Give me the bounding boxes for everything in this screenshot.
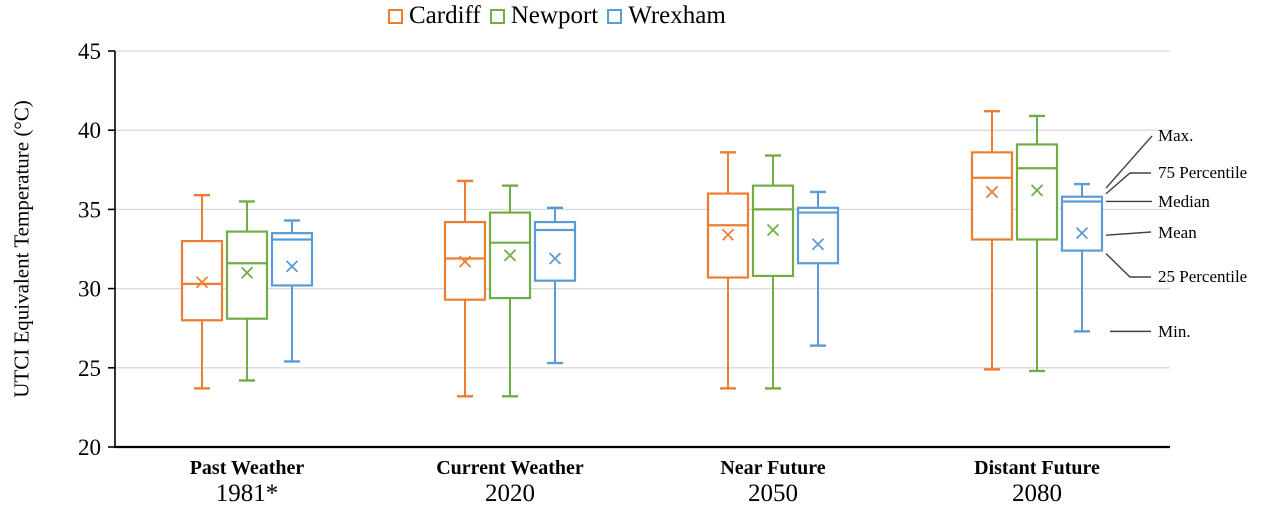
- y-tick-label-45: 45: [78, 39, 101, 64]
- boxplot-wrexham-3: [1060, 182, 1104, 333]
- leader-max: [1105, 135, 1153, 189]
- mean-marker-icon: [766, 223, 780, 237]
- mean-marker-icon: [195, 276, 209, 289]
- annotation-75-percentile: 75 Percentile: [1158, 163, 1248, 182]
- boxplot-wrexham-2: [796, 190, 840, 347]
- boxplot-cardiff-2: [706, 151, 750, 390]
- iqr-box: [533, 220, 577, 282]
- legend-item-newport: Newport: [489, 1, 599, 31]
- category-label: Past Weather: [189, 457, 305, 479]
- annotation-25-percentile: 25 Percentile: [1158, 267, 1248, 286]
- iqr-box: [225, 230, 269, 320]
- category-label: Near Future: [720, 457, 826, 479]
- annotation-mean: Mean: [1158, 223, 1197, 242]
- wrexham-square-icon: [607, 8, 623, 24]
- annotation-median: Median: [1158, 192, 1210, 211]
- annotation-min: Min.: [1158, 322, 1191, 341]
- mean-marker-icon: [721, 228, 735, 241]
- boxplot-cardiff-1: [443, 179, 487, 398]
- newport-square-icon: [489, 8, 505, 24]
- mean-marker-icon: [458, 255, 472, 268]
- boxplot-newport-0: [225, 200, 269, 382]
- boxplot-newport-1: [488, 184, 532, 398]
- boxplot-wrexham-0: [270, 219, 314, 363]
- boxplot-cardiff-0: [180, 193, 224, 390]
- mean-marker-icon: [811, 238, 825, 251]
- mean-marker-icon: [1030, 184, 1044, 197]
- boxplot-newport-2: [751, 154, 795, 390]
- iqr-box: [1015, 143, 1059, 241]
- y-tick-label-20: 20: [78, 435, 101, 460]
- legend-label-cardiff: Cardiff: [409, 2, 481, 29]
- y-tick-label-40: 40: [78, 118, 101, 143]
- legend-label-wrexham: Wrexham: [628, 2, 726, 29]
- annotation-max: Max.: [1158, 126, 1194, 145]
- iqr-box: [180, 239, 224, 322]
- x-category-past-weather: Past Weather 1981*: [127, 457, 367, 507]
- category-year: 2020: [485, 480, 535, 507]
- category-year: 1981*: [215, 480, 279, 507]
- mean-marker-icon: [548, 252, 562, 265]
- legend: Cardiff Newport Wrexham: [388, 1, 726, 31]
- iqr-box: [270, 232, 314, 287]
- legend-item-wrexham: Wrexham: [607, 1, 726, 31]
- leader-mean: [1105, 231, 1152, 236]
- category-label: Current Weather: [436, 457, 584, 479]
- x-category-current-weather: Current Weather 2020: [390, 457, 630, 507]
- mean-marker-icon: [1075, 227, 1089, 240]
- iqr-box: [970, 151, 1014, 241]
- mean-marker-icon: [503, 249, 517, 262]
- boxplot-cardiff-3: [970, 109, 1014, 371]
- y-tick-label-30: 30: [78, 277, 101, 302]
- category-year: 2080: [1012, 480, 1062, 507]
- y-tick-label-35: 35: [78, 197, 101, 222]
- iqr-box: [1060, 195, 1104, 252]
- leader-75-percentile: [1105, 172, 1151, 195]
- iqr-box: [796, 206, 840, 265]
- mean-marker-icon: [285, 260, 299, 273]
- legend-item-cardiff: Cardiff: [388, 1, 481, 31]
- mean-marker-icon: [985, 185, 999, 199]
- cardiff-square-icon: [388, 8, 403, 24]
- x-category-distant-future: Distant Future 2080: [917, 457, 1157, 507]
- boxplot-wrexham-1: [533, 206, 577, 365]
- mean-marker-icon: [240, 266, 254, 279]
- category-label: Distant Future: [974, 457, 1100, 479]
- category-year: 2050: [748, 480, 798, 507]
- x-category-near-future: Near Future 2050: [653, 457, 893, 507]
- y-tick-label-25: 25: [78, 356, 101, 381]
- leader-25-percentile: [1105, 253, 1151, 278]
- legend-label-newport: Newport: [510, 2, 599, 29]
- iqr-box: [488, 211, 532, 300]
- boxplot-newport-3: [1015, 114, 1059, 373]
